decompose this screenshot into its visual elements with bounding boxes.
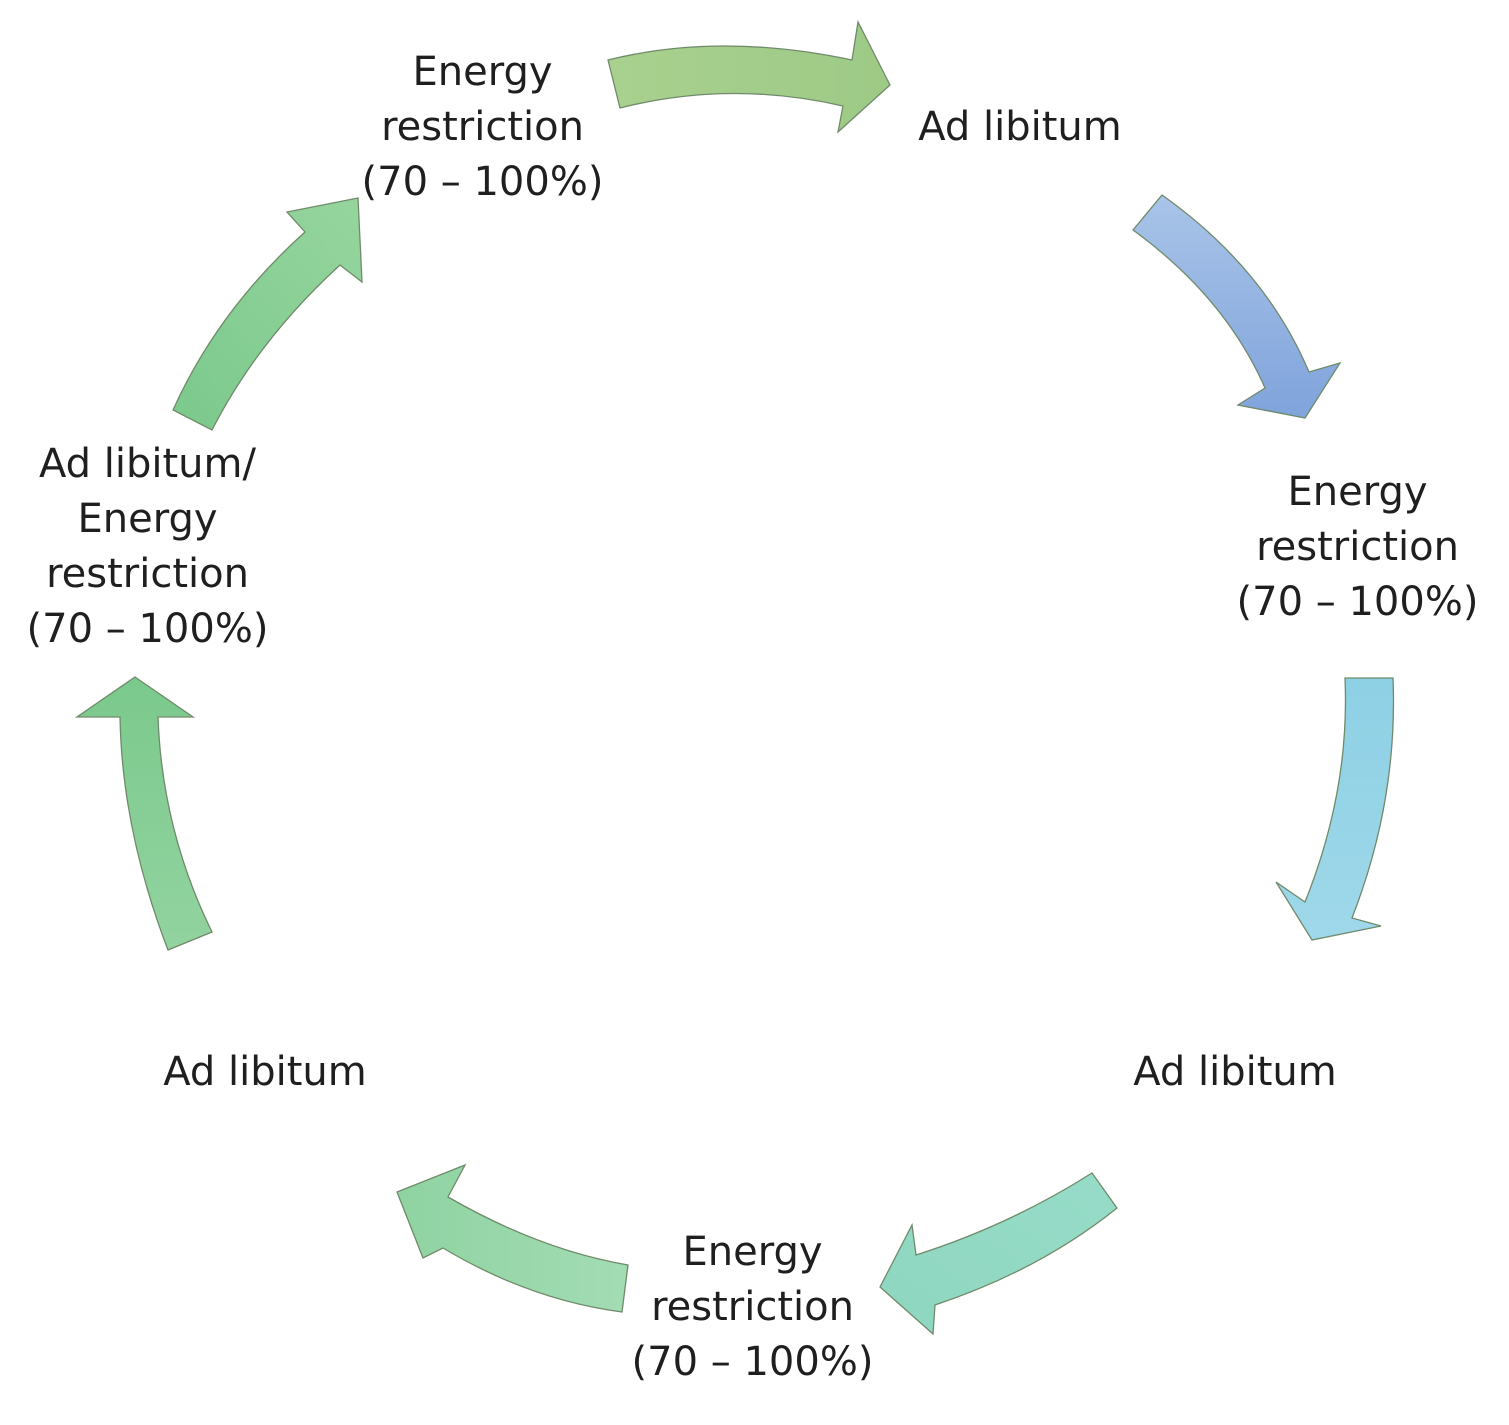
node-left-line-2: Energy	[77, 496, 218, 542]
node-bottom: Energy restriction (70 – 100%)	[610, 1225, 895, 1390]
node-bottom-line-2: restriction	[651, 1284, 854, 1330]
node-left-line-4: (70 – 100%)	[26, 606, 269, 652]
node-top-line-2: restriction	[381, 104, 584, 150]
arrow-bottom-left-to-left	[74, 676, 213, 951]
node-top-line-1: Energy	[412, 49, 553, 95]
node-left-line-1: Ad libitum/	[39, 441, 256, 487]
node-top-line-3: (70 – 100%)	[361, 159, 604, 205]
node-bottom-left-line-1: Ad libitum	[163, 1049, 367, 1095]
arrow-left-to-top	[172, 197, 363, 431]
arrow-right-to-bottom-right	[1275, 677, 1395, 941]
node-bottom-line-3: (70 – 100%)	[631, 1339, 874, 1385]
node-bottom-right: Ad libitum	[1105, 1045, 1365, 1100]
node-top-right: Ad libitum	[890, 100, 1150, 155]
node-top: Energy restriction (70 – 100%)	[340, 45, 625, 210]
arrow-top-right-to-right	[1132, 194, 1342, 419]
node-left-line-3: restriction	[46, 551, 249, 597]
arrow-bottom-to-bottom-left	[396, 1163, 629, 1313]
node-right-line-3: (70 – 100%)	[1236, 579, 1479, 625]
arrow-bottom-right-to-bottom	[879, 1172, 1118, 1336]
node-left: Ad libitum/ Energy restriction (70 – 100…	[5, 437, 290, 657]
node-right-line-1: Energy	[1287, 469, 1428, 515]
node-top-right-line-1: Ad libitum	[918, 104, 1122, 150]
node-right-line-2: restriction	[1256, 524, 1459, 570]
arrow-top-to-top-right	[607, 19, 891, 134]
node-right: Energy restriction (70 – 100%)	[1215, 465, 1500, 630]
node-bottom-right-line-1: Ad libitum	[1133, 1049, 1337, 1095]
node-bottom-line-1: Energy	[682, 1229, 823, 1275]
node-bottom-left: Ad libitum	[135, 1045, 395, 1100]
